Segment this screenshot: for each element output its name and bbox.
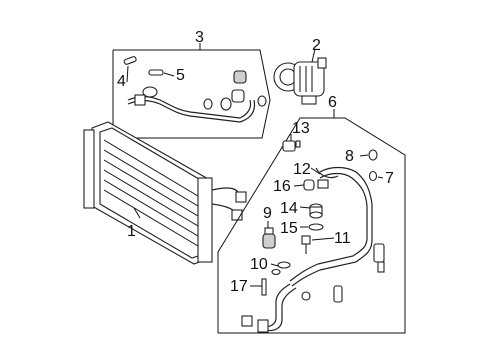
drier-part-14 <box>309 203 323 219</box>
fitting-nut-part <box>220 70 247 111</box>
cap-part-5 <box>148 69 164 76</box>
callout-5: 5 <box>176 67 185 84</box>
cap-part-16 <box>303 179 315 191</box>
callout-16: 16 <box>273 178 291 195</box>
fitting-part-12 <box>315 167 339 189</box>
hose-line-assembly <box>127 86 256 123</box>
callout-8: 8 <box>345 148 354 165</box>
callout-3: 3 <box>195 29 204 46</box>
pin-part-17 <box>261 278 267 296</box>
valve-part-9 <box>262 227 276 249</box>
suction-line-hose <box>241 283 297 333</box>
callout-1: 1 <box>127 223 136 240</box>
callout-11: 11 <box>334 230 351 247</box>
compressor-part <box>273 57 327 105</box>
o-ring-part-8 <box>368 149 378 161</box>
liquid-line-hose <box>289 165 374 288</box>
group-3-frame <box>112 43 271 139</box>
callout-7: 7 <box>385 170 394 187</box>
callout-14: 14 <box>280 200 298 217</box>
callout-17: 17 <box>230 278 248 295</box>
callout-4: 4 <box>117 73 126 90</box>
group-6-frame <box>217 109 406 334</box>
callout-6: 6 <box>328 94 337 111</box>
o-ring-part-7 <box>368 170 378 182</box>
valve-core-part-13 <box>282 140 301 152</box>
bracket-part <box>301 285 343 303</box>
callout-2: 2 <box>312 37 321 54</box>
leader-lines <box>126 48 384 287</box>
callout-15: 15 <box>280 220 298 237</box>
callout-13: 13 <box>292 120 310 137</box>
bolt-part-11 <box>301 235 311 254</box>
cap-part-4 <box>123 56 137 65</box>
seal-part-15 <box>308 223 324 231</box>
pressure-switch-part <box>373 243 385 273</box>
cap-part-10 <box>271 261 291 276</box>
callout-9: 9 <box>263 205 272 222</box>
callout-12: 12 <box>293 161 311 178</box>
condenser-part <box>83 121 247 265</box>
callout-10: 10 <box>250 256 268 273</box>
o-ring-seal-part <box>203 95 267 110</box>
